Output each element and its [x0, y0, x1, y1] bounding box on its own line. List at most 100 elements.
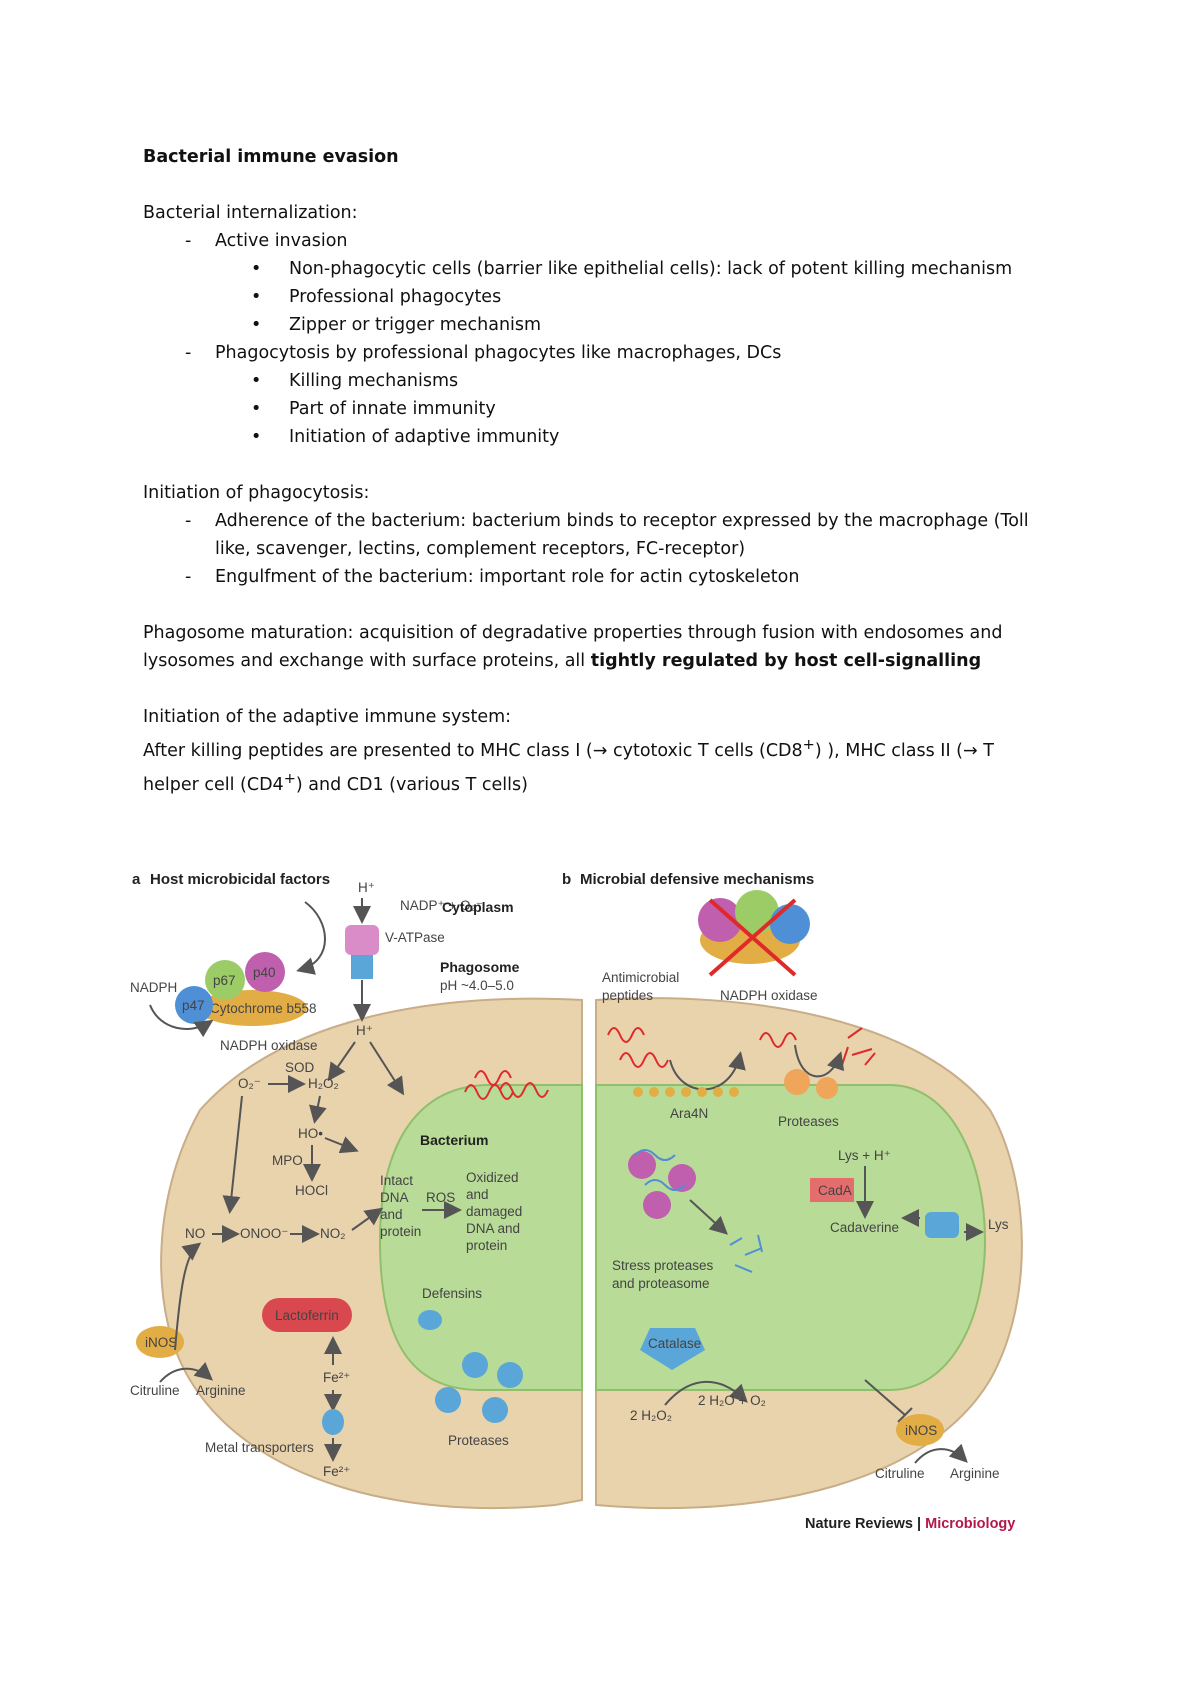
- stress-protease-cluster: [628, 1149, 696, 1219]
- label-cadaverine: Cadaverine: [830, 1220, 899, 1235]
- bacterium-b: [595, 1084, 987, 1391]
- label-nadp: NADP⁺ + O₂⁻: [400, 898, 483, 913]
- label-inos-a: iNOS: [145, 1335, 177, 1350]
- label-p47: p47: [182, 998, 205, 1013]
- panel-a: a Host microbicidal factors NADP⁺ + O₂⁻ …: [130, 871, 583, 1510]
- label-oxidized: damaged: [466, 1204, 522, 1219]
- label-p67: p67: [213, 973, 236, 988]
- list-item: •Zipper or trigger mechanism: [251, 315, 542, 335]
- label-oxidized: protein: [466, 1238, 507, 1253]
- label-antimicrobial: Antimicrobial: [602, 970, 679, 985]
- list-item-adherence: -Adherence of the bacterium: bacterium b…: [185, 511, 1029, 559]
- defensin-icon: [418, 1310, 442, 1330]
- label-inos-b: iNOS: [905, 1423, 937, 1438]
- label-hocl: HOCl: [295, 1183, 328, 1198]
- label-cytoplasm: Cytoplasm: [442, 899, 514, 915]
- label-o2: O₂⁻: [238, 1076, 261, 1091]
- label-onoo: ONOO⁻: [240, 1226, 288, 1241]
- list-item: •Part of innate immunity: [251, 399, 496, 419]
- label-2h2o2: 2 H₂O₂: [630, 1408, 672, 1423]
- inhibition-line: [864, 1379, 906, 1416]
- initiation-heading: Initiation of phagocytosis:: [143, 483, 370, 503]
- label-metal: Metal transporters: [205, 1440, 314, 1455]
- adaptive-paragraph: After killing peptides are presented to …: [143, 736, 994, 795]
- degraded-fragments-icon: [729, 1234, 763, 1273]
- label-intact: and: [380, 1207, 403, 1222]
- label-h2o-o2: 2 H₂O + O₂: [698, 1393, 766, 1408]
- label-cytochrome: Cytochrome b558: [210, 1001, 317, 1016]
- panel-b-title: Microbial defensive mechanisms: [580, 871, 814, 888]
- emphasis-text: tightly regulated by host cell-signallin…: [590, 651, 982, 671]
- label-proteases-b: Proteases: [778, 1114, 839, 1129]
- label-nadph-oxidase: NADPH oxidase: [220, 1038, 318, 1053]
- label-ara4n: Ara4N: [670, 1106, 708, 1121]
- label-p40: p40: [253, 965, 276, 980]
- figure-svg: a Host microbicidal factors NADP⁺ + O₂⁻ …: [130, 871, 1023, 1532]
- label-ros: ROS: [426, 1190, 455, 1205]
- lactoferrin: [262, 1298, 352, 1332]
- label-intact: protein: [380, 1224, 421, 1239]
- label-bacterium: Bacterium: [420, 1132, 488, 1148]
- label-h-plus-phagosome: H⁺: [356, 1023, 373, 1038]
- label-h2o2: H₂O₂: [308, 1076, 339, 1091]
- label-stress: and proteasome: [612, 1276, 710, 1291]
- ara4n-beads: [633, 1087, 739, 1097]
- label-no2: NO₂: [320, 1226, 346, 1241]
- label-no: NO: [185, 1226, 205, 1241]
- panel-a-title: Host microbicidal factors: [150, 871, 330, 888]
- label-proteases-a: Proteases: [448, 1433, 509, 1448]
- label-citrulline-b: Citruline: [875, 1466, 925, 1481]
- metal-transporter-icon: [322, 1409, 344, 1435]
- list-item-active-invasion: -Active invasion: [185, 231, 348, 251]
- red-peptides-icon: [464, 1070, 549, 1100]
- label-oxidized: DNA and: [466, 1221, 520, 1236]
- label-ph: pH ~4.0–5.0: [440, 978, 514, 993]
- label-nadph: NADPH: [130, 980, 177, 995]
- label-mpo: MPO: [272, 1153, 303, 1168]
- protease-icons: [435, 1352, 523, 1423]
- label-lactoferrin: Lactoferrin: [275, 1308, 339, 1323]
- panel-b: b Microbial defensive mechanisms NADPH o…: [562, 871, 1023, 1510]
- label-h-plus-top: H⁺: [358, 880, 375, 895]
- list-item: •Initiation of adaptive immunity: [251, 427, 560, 447]
- immune-evasion-figure: a Host microbicidal factors NADP⁺ + O₂⁻ …: [130, 860, 1070, 1600]
- label-nadph-oxidase-b: NADPH oxidase: [720, 988, 818, 1003]
- p47-subunit: [175, 986, 213, 1024]
- v-atpase: [345, 925, 379, 955]
- label-lys: Lys: [988, 1217, 1009, 1232]
- figure-credit: Nature Reviews | Microbiology: [805, 1516, 1015, 1532]
- inos-a: [136, 1326, 184, 1358]
- arrow-icon: →: [592, 740, 608, 761]
- arrow-icon: →: [963, 740, 978, 761]
- lys-antiporter: [925, 1212, 959, 1238]
- label-oxidized: Oxidized: [466, 1170, 519, 1185]
- panel-a-letter: a: [132, 871, 141, 888]
- list-item: •Killing mechanisms: [251, 371, 459, 391]
- catalase: [640, 1328, 705, 1370]
- maturation-paragraph: Phagosome maturation: acquisition of deg…: [143, 623, 1003, 671]
- label-fe1: Fe²⁺: [323, 1370, 350, 1385]
- p40-subunit: [245, 952, 285, 992]
- label-catalase: Catalase: [648, 1336, 701, 1351]
- label-citrulline-a: Citruline: [130, 1383, 180, 1398]
- adaptive-heading: Initiation of the adaptive immune system…: [143, 707, 512, 727]
- label-cada: CadA: [818, 1183, 852, 1198]
- label-stress: Stress proteases: [612, 1258, 714, 1273]
- label-defensins: Defensins: [422, 1286, 482, 1301]
- document-body: Bacterial immune evasion Bacterial inter…: [143, 143, 1103, 799]
- label-arginine-a: Arginine: [196, 1383, 246, 1398]
- label-phagosome: Phagosome: [440, 959, 520, 975]
- protease-icon: [784, 1069, 810, 1095]
- label-ho: HO•: [298, 1126, 323, 1141]
- document-title: Bacterial immune evasion: [143, 147, 399, 167]
- panel-b-letter: b: [562, 871, 571, 888]
- label-antimicrobial: peptides: [602, 988, 653, 1003]
- label-sod: SOD: [285, 1060, 315, 1075]
- label-intact: Intact: [380, 1173, 413, 1188]
- label-intact: DNA: [380, 1190, 409, 1205]
- cada: [810, 1178, 854, 1202]
- internalization-heading: Bacterial internalization:: [143, 203, 358, 223]
- list-item: •Non-phagocytic cells (barrier like epit…: [251, 259, 1013, 279]
- list-item-phagocytosis: -Phagocytosis by professional phagocytes…: [185, 343, 782, 363]
- list-item: •Professional phagocytes: [251, 287, 502, 307]
